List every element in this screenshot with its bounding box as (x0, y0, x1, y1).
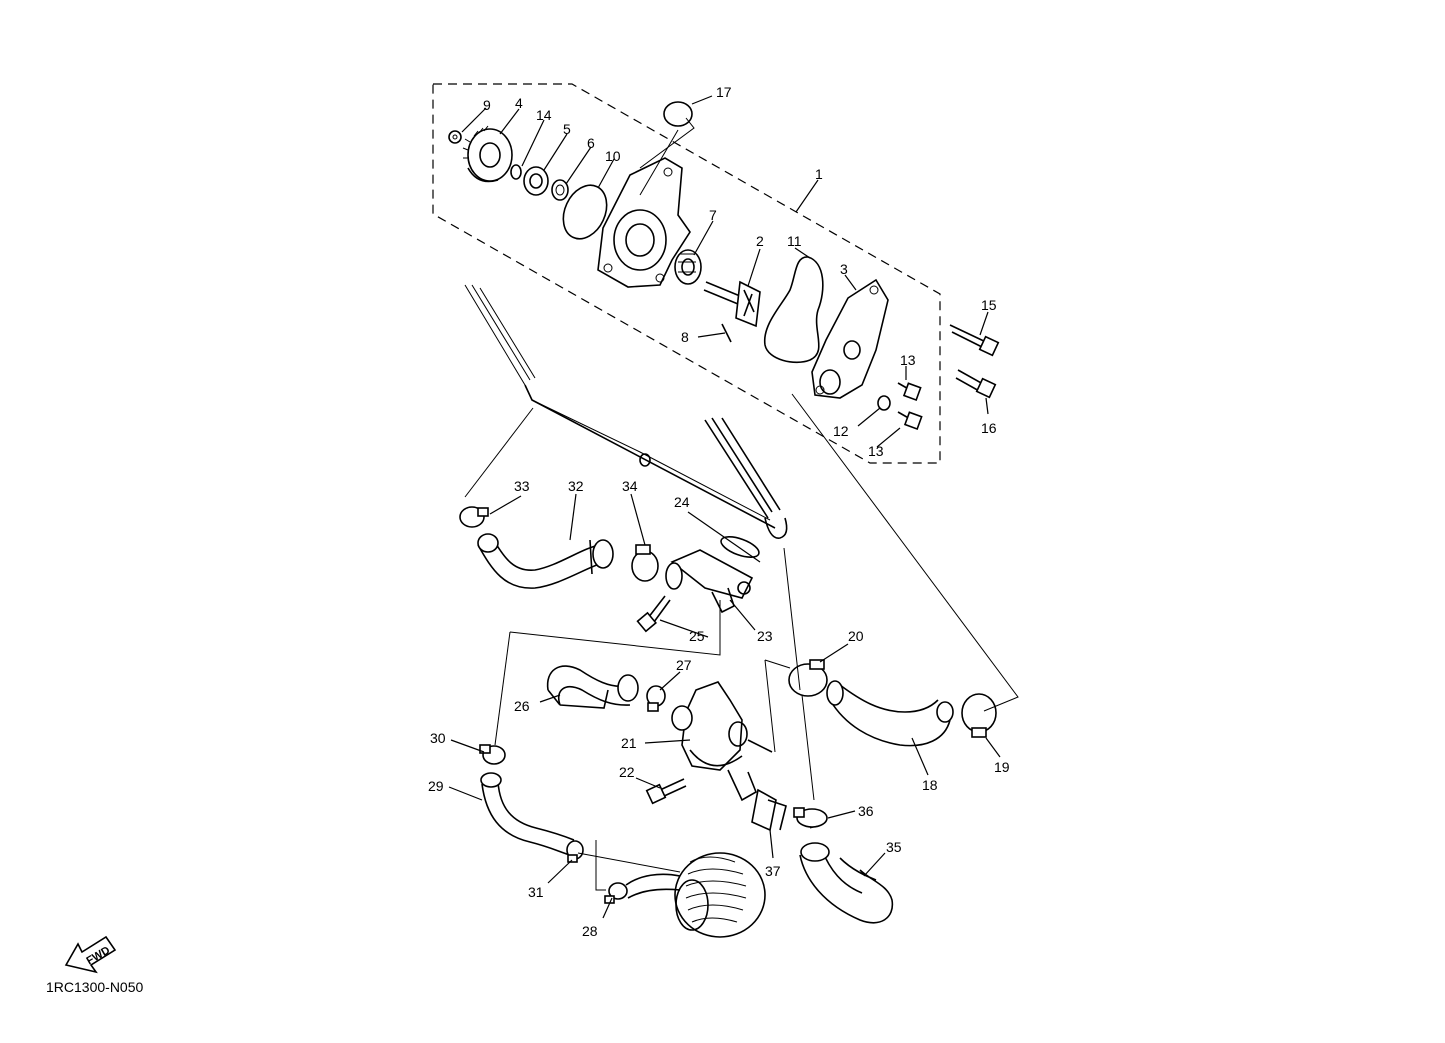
o-ring-24 (720, 536, 760, 558)
callouts: 9 4 14 5 6 10 17 1 7 2 11 3 15 8 13 12 1… (428, 84, 1010, 939)
right-hose-parts (751, 659, 997, 924)
hose-29 (481, 781, 575, 856)
callout-35: 35 (886, 839, 902, 855)
hose-26 (546, 665, 631, 706)
callout-6: 6 (587, 135, 595, 151)
oil-seal-6 (551, 179, 569, 201)
callout-11: 11 (787, 233, 802, 249)
callout-34: 34 (622, 478, 638, 494)
callout-12: 12 (833, 423, 849, 439)
callout-8: 8 (681, 329, 689, 345)
callout-33: 33 (514, 478, 530, 494)
callout-15: 15 (981, 297, 997, 313)
callout-32: 32 (568, 478, 584, 494)
callout-27: 27 (676, 657, 692, 673)
clamp-28 (604, 882, 628, 904)
callout-4: 4 (515, 95, 523, 111)
callout-28: 28 (582, 923, 598, 939)
callout-10: 10 (605, 148, 621, 164)
callout-31: 31 (528, 884, 544, 900)
bolt-16 (955, 369, 997, 399)
clamp-30 (479, 744, 506, 765)
callout-14: 14 (536, 107, 552, 123)
middle-hose-parts (459, 506, 760, 633)
clamp-31 (566, 840, 584, 863)
callout-17: 17 (716, 84, 732, 100)
impeller-gear-4 (462, 125, 513, 183)
callout-20: 20 (848, 628, 864, 644)
leader-lines (448, 95, 1001, 919)
callout-36: 36 (858, 803, 874, 819)
clamp-36 (793, 807, 828, 828)
pump-cover-3 (811, 278, 889, 399)
impeller-shaft-2 (703, 280, 761, 328)
washer-12 (877, 395, 891, 411)
clamp-19 (961, 693, 997, 738)
joint-23 (665, 549, 754, 614)
callout-9: 9 (483, 97, 491, 113)
pin-8 (721, 323, 732, 343)
bolt-13-upper (897, 382, 922, 401)
callout-16: 16 (981, 420, 997, 436)
callout-1: 1 (815, 166, 823, 182)
mechanical-seal-7 (674, 249, 702, 285)
thermostat-housing-21 (671, 681, 773, 802)
clamp-27 (646, 685, 666, 712)
callout-18: 18 (922, 777, 938, 793)
callout-22: 22 (619, 764, 635, 780)
oil-cooler (674, 852, 766, 938)
bolt-13-lower (897, 411, 923, 430)
gasket-11 (764, 256, 824, 364)
diagram-code: 1RC1300-N050 (46, 979, 143, 995)
callout-3: 3 (840, 261, 848, 277)
callout-30: 30 (430, 730, 446, 746)
clamp-34 (631, 544, 659, 582)
callout-5: 5 (563, 121, 571, 137)
circlip-9 (448, 130, 462, 144)
bolt-15 (949, 324, 1000, 357)
callout-7: 7 (709, 207, 717, 223)
callout-37: 37 (765, 863, 781, 879)
fwd-arrow: FWD (64, 935, 117, 974)
o-ring-17 (663, 101, 693, 127)
bearing-5 (523, 166, 549, 196)
water-pump-parts (448, 101, 1000, 430)
callout-26: 26 (514, 698, 530, 714)
callout-23: 23 (757, 628, 773, 644)
callout-25: 25 (689, 628, 705, 644)
routing-lines (464, 117, 1019, 891)
callout-29: 29 (428, 778, 444, 794)
bolt-22 (645, 778, 687, 805)
bolt-25 (636, 595, 671, 633)
o-ring-10 (562, 184, 608, 240)
callout-21: 21 (621, 735, 637, 751)
clamp-33 (459, 506, 489, 528)
lower-hose-parts (479, 665, 773, 938)
callout-19: 19 (994, 759, 1010, 775)
pump-housing (597, 157, 691, 288)
callout-13-b: 13 (868, 443, 884, 459)
callout-13-a: 13 (900, 352, 916, 368)
callout-24: 24 (674, 494, 690, 510)
water-pump-assembly-boundary (432, 83, 941, 464)
callout-2: 2 (756, 233, 764, 249)
hose-18 (829, 684, 951, 747)
sensor-37 (751, 788, 787, 832)
hose-32 (477, 536, 606, 589)
washer-14 (510, 164, 522, 180)
clamp-20 (788, 659, 828, 697)
radiator-outline (464, 284, 788, 539)
